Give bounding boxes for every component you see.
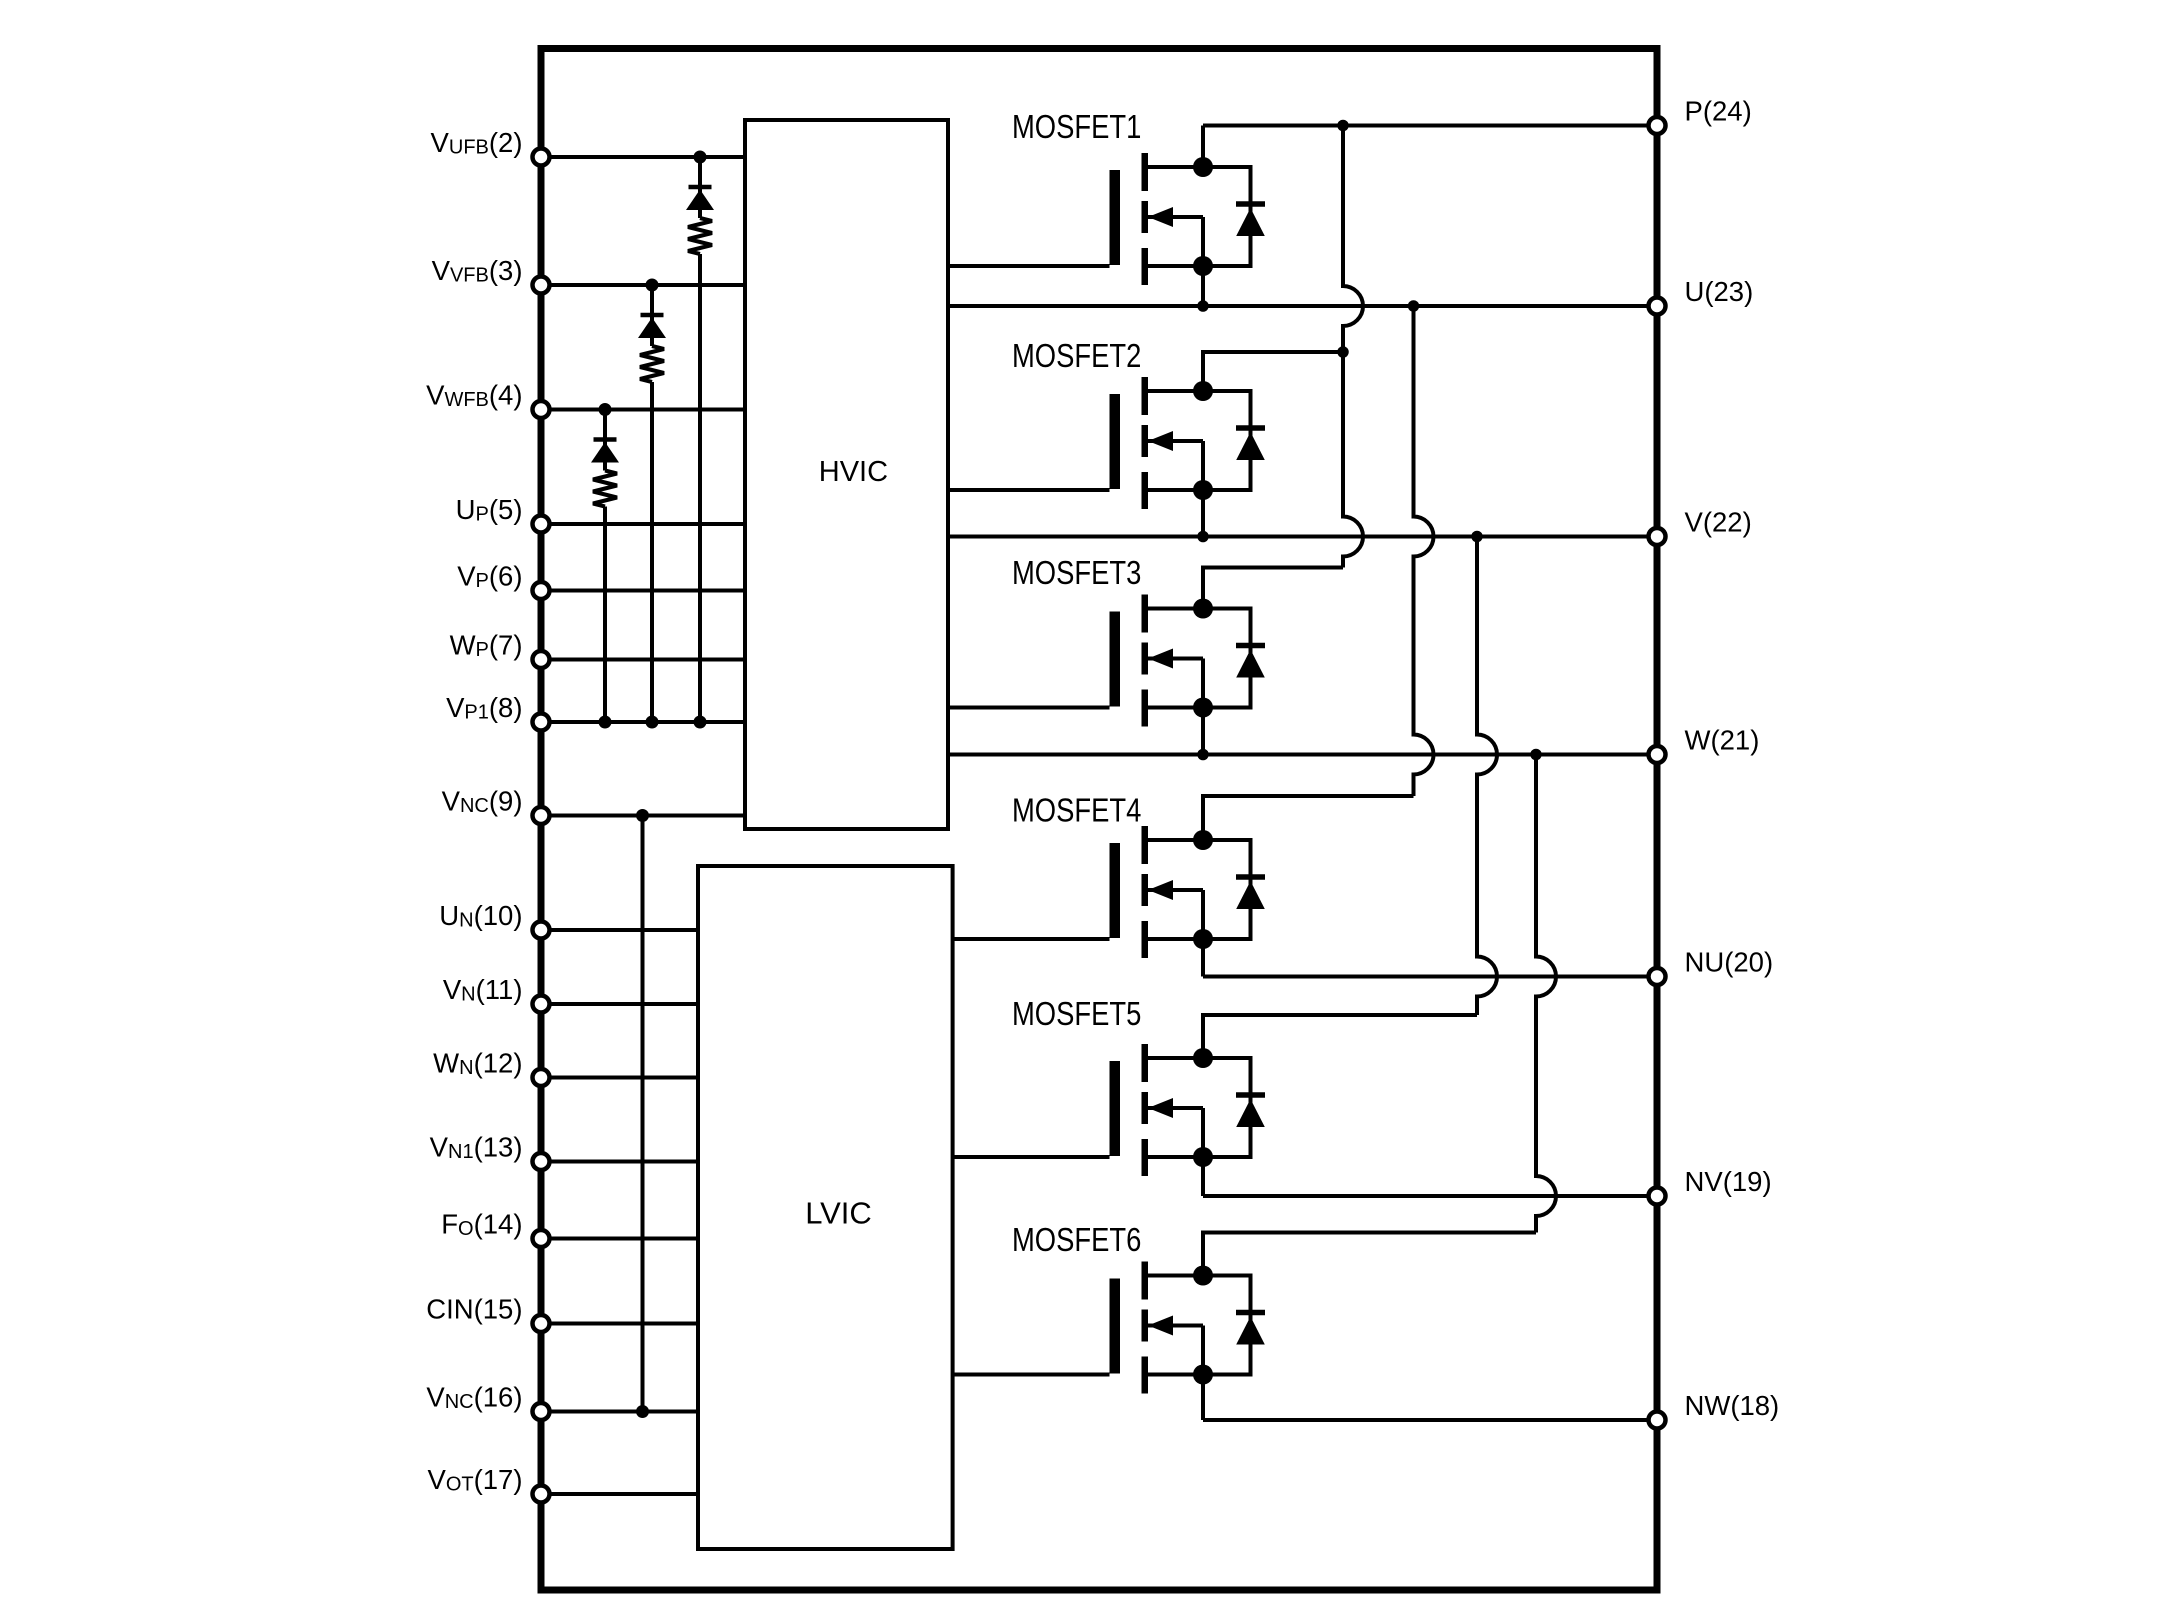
- svg-text:VOT(17): VOT(17): [427, 1464, 522, 1496]
- svg-text:MOSFET4: MOSFET4: [1012, 793, 1141, 829]
- svg-text:LVIC: LVIC: [805, 1196, 872, 1231]
- svg-text:FO(14): FO(14): [441, 1209, 522, 1241]
- svg-text:WP(7): WP(7): [450, 630, 523, 662]
- svg-text:NW(18): NW(18): [1685, 1390, 1780, 1421]
- svg-text:NU(20): NU(20): [1685, 947, 1774, 978]
- svg-text:UP(5): UP(5): [456, 494, 523, 526]
- svg-text:P(24): P(24): [1685, 96, 1752, 127]
- svg-text:VN(11): VN(11): [443, 974, 523, 1006]
- svg-text:VVFB(3): VVFB(3): [432, 255, 523, 287]
- svg-text:MOSFET2: MOSFET2: [1012, 338, 1141, 374]
- svg-text:VNC(16): VNC(16): [426, 1382, 522, 1414]
- svg-text:MOSFET6: MOSFET6: [1012, 1222, 1141, 1258]
- svg-text:MOSFET1: MOSFET1: [1012, 110, 1141, 146]
- svg-text:UN(10): UN(10): [439, 900, 522, 932]
- svg-text:CIN(15): CIN(15): [426, 1294, 522, 1325]
- svg-text:VN1(13): VN1(13): [430, 1132, 523, 1164]
- svg-text:VP(6): VP(6): [457, 561, 522, 593]
- svg-text:MOSFET3: MOSFET3: [1012, 556, 1141, 592]
- svg-text:HVIC: HVIC: [819, 456, 888, 488]
- svg-text:NV(19): NV(19): [1685, 1166, 1772, 1197]
- svg-text:WN(12): WN(12): [433, 1048, 522, 1080]
- svg-text:MOSFET5: MOSFET5: [1012, 997, 1141, 1033]
- svg-text:U(23): U(23): [1685, 276, 1754, 307]
- svg-text:V(22): V(22): [1685, 507, 1752, 538]
- svg-text:W(21): W(21): [1685, 725, 1760, 756]
